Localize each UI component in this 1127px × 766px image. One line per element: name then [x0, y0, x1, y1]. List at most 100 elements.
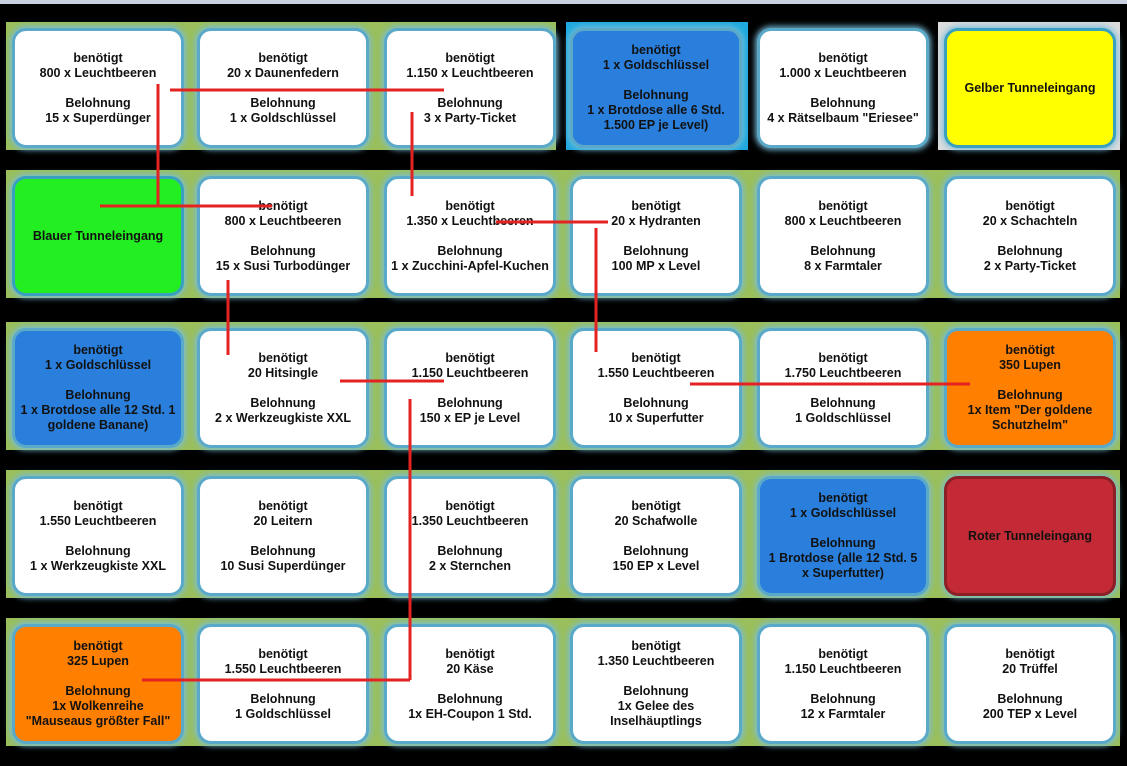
- reward-label: Belohnung: [623, 243, 689, 258]
- needs-label: benötigt: [818, 646, 868, 661]
- needs-label: benötigt: [631, 498, 681, 513]
- needs-value: 1 x Goldschlüssel: [44, 358, 152, 372]
- needs-label: benötigt: [1005, 646, 1055, 661]
- needs-label: benötigt: [258, 646, 308, 661]
- reward-value: 2 x Werkzeugkiste XXL: [215, 410, 351, 425]
- needs-label: benötigt: [445, 498, 495, 513]
- reward-value: 1x Gelee des Inselhäuptlings: [610, 699, 702, 728]
- needs-value: 1.150 Leuchtbeeren: [784, 661, 902, 676]
- reward-value: 4 x Rätselbaum "Eriesee": [767, 110, 919, 125]
- needs-value: 1.350 Leuchtbeeren: [597, 654, 715, 668]
- needs-value: 800 x Leuchtbeeren: [224, 213, 342, 228]
- reward-label: Belohnung: [810, 95, 876, 110]
- needs-value: 20 Leitern: [253, 513, 313, 528]
- needs-label: benötigt: [258, 498, 308, 513]
- tunnel-label: Gelber Tunneleingang: [964, 80, 1096, 95]
- reward-label: Belohnung: [437, 95, 503, 110]
- reward-value: 10 Susi Superdünger: [220, 558, 346, 573]
- reward-label: Belohnung: [810, 243, 876, 258]
- reward-value: 12 x Farmtaler: [800, 706, 886, 721]
- reward-label: Belohnung: [250, 395, 316, 410]
- needs-value: 1.550 Leuchtbeeren: [597, 365, 715, 380]
- needs-label: benötigt: [818, 50, 868, 65]
- reward-label: Belohnung: [250, 243, 316, 258]
- reward-label: Belohnung: [250, 691, 316, 706]
- reward-label: Belohnung: [623, 543, 689, 558]
- needs-label: benötigt: [258, 350, 308, 365]
- needs-value: 325 Lupen: [67, 654, 129, 668]
- reward-value: 3 x Party-Ticket: [423, 110, 517, 125]
- needs-label: benötigt: [258, 50, 308, 65]
- tunnel-entrance-tile[interactable]: Roter Tunneleingang: [944, 476, 1116, 596]
- reward-value: 15 x Susi Turbodünger: [215, 258, 351, 273]
- reward-label: Belohnung: [437, 691, 503, 706]
- needs-value: 350 Lupen: [999, 358, 1061, 372]
- reward-label: Belohnung: [65, 543, 131, 558]
- reward-value: 1 Goldschlüssel: [795, 410, 891, 425]
- reward-value: 150 x EP je Level: [419, 410, 521, 425]
- reward-label: Belohnung: [437, 543, 503, 558]
- needs-value: 1 x Goldschlüssel: [789, 506, 897, 520]
- reward-label: Belohnung: [623, 395, 689, 410]
- needs-value: 20 Hitsingle: [247, 365, 319, 380]
- tunnel-entrance-tile[interactable]: Gelber Tunneleingang: [944, 28, 1116, 148]
- tunnel-label: Roter Tunneleingang: [967, 528, 1093, 543]
- reward-label: Belohnung: [997, 388, 1063, 402]
- needs-value: 1.550 Leuchtbeeren: [39, 513, 157, 528]
- reward-value: 1 Brotdose (alle 12 Std. 5 x Superfutter…: [768, 551, 918, 580]
- grass-patch: [6, 322, 1120, 450]
- needs-label: benötigt: [73, 498, 123, 513]
- reward-value: 200 TEP x Level: [982, 706, 1078, 721]
- needs-label: benötigt: [1005, 343, 1055, 357]
- needs-label: benötigt: [445, 198, 495, 213]
- reward-label: Belohnung: [997, 243, 1063, 258]
- needs-value: 1.150 Leuchtbeeren: [411, 365, 529, 380]
- tunnel-label: Blauer Tunneleingang: [32, 228, 164, 243]
- tunnel-entrance-tile[interactable]: Blauer Tunneleingang: [12, 176, 184, 296]
- reward-value: 2 x Party-Ticket: [983, 258, 1077, 273]
- needs-label: benötigt: [73, 639, 123, 653]
- reward-value: 1 Goldschlüssel: [235, 706, 331, 721]
- needs-label: benötigt: [631, 350, 681, 365]
- reward-value: 1 x Zucchini-Apfel-Kuchen: [391, 258, 549, 273]
- needs-value: 20 Trüffel: [1002, 661, 1058, 676]
- reward-value: 1x EH-Coupon 1 Std.: [408, 706, 532, 721]
- reward-label: Belohnung: [65, 684, 131, 698]
- reward-label: Belohnung: [250, 95, 316, 110]
- needs-label: benötigt: [445, 50, 495, 65]
- needs-label: benötigt: [1005, 198, 1055, 213]
- reward-label: Belohnung: [810, 536, 876, 550]
- reward-label: Belohnung: [810, 395, 876, 410]
- reward-value: 2 x Sternchen: [429, 558, 511, 573]
- reward-label: Belohnung: [65, 95, 131, 110]
- reward-value: 1 x Brotdose alle 6 Std. 1.500 EP je Lev…: [587, 103, 725, 132]
- grass-patch: [6, 618, 1120, 746]
